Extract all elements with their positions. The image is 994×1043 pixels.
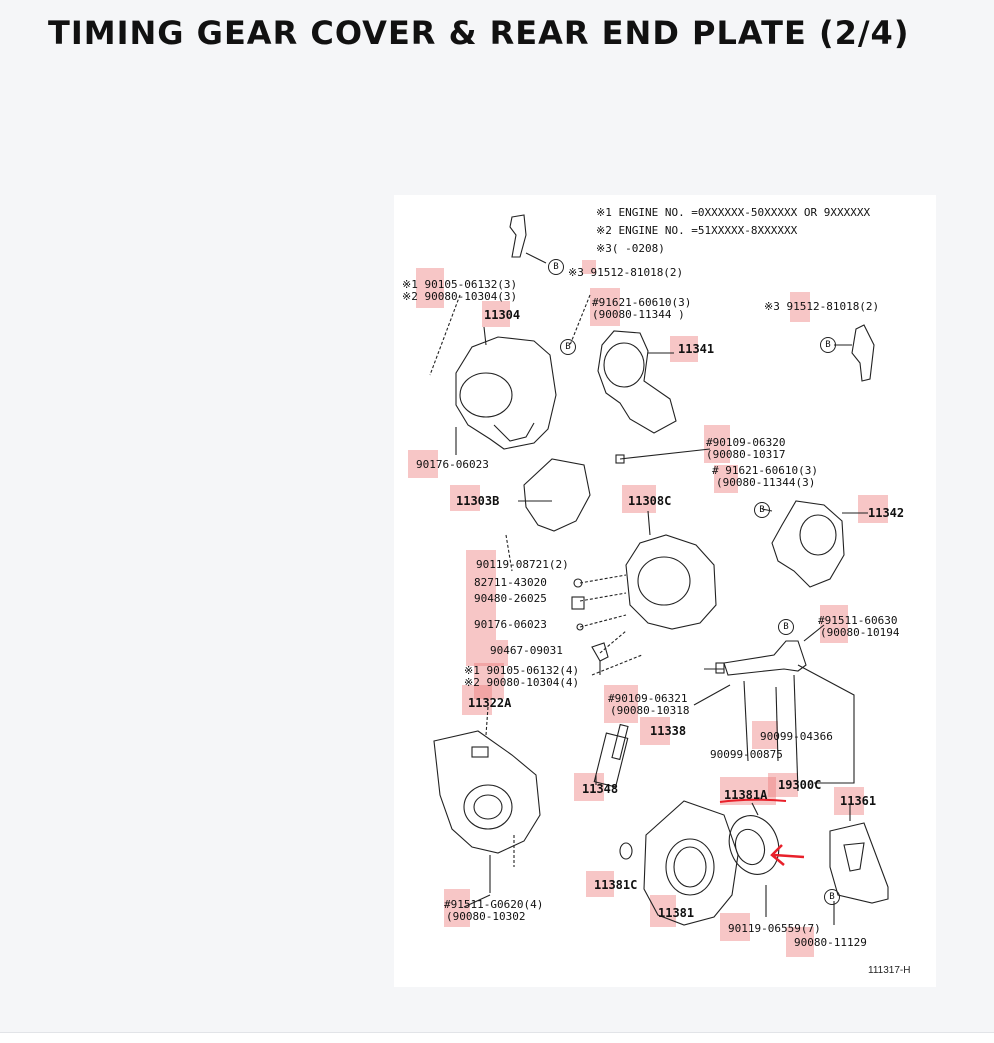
part-label: 82711-43020	[474, 576, 547, 589]
part-number: 11381C	[594, 878, 638, 892]
part-number: 11361	[840, 794, 877, 808]
highlight-box	[650, 895, 676, 927]
highlight-box	[714, 465, 738, 493]
highlight-box	[444, 889, 470, 927]
part-label: ※1 90105-06132(4)	[464, 664, 580, 677]
part-label: 90176-06023	[416, 458, 489, 471]
timing-cover-11322a	[433, 730, 541, 854]
part-label: (90080-10194	[820, 626, 900, 639]
part-label: (90080-11344 )	[592, 308, 685, 321]
part-label: ※3 91512-81018(2)	[568, 266, 684, 279]
part-label: 90119-08721(2)	[476, 558, 569, 571]
highlight-box	[604, 685, 638, 723]
engine-note-3: ※3( -0208)	[596, 242, 665, 255]
part-number: 11348	[582, 782, 619, 796]
callout-b: B	[548, 259, 564, 275]
cover-11361	[829, 822, 889, 904]
part-label: 90467-09031	[490, 644, 563, 657]
diagram-code: 111317-H	[868, 965, 911, 976]
highlight-box	[752, 721, 778, 749]
gasket-11341	[597, 330, 677, 434]
highlight-box	[462, 685, 492, 715]
gasket-11342	[771, 500, 845, 588]
parts-diagram: ※1 ENGINE NO. =0XXXXXX-50XXXXX OR 9XXXXX…	[394, 195, 936, 987]
engine-note-1: ※1 ENGINE NO. =0XXXXXX-50XXXXX OR 9XXXXX…	[596, 206, 871, 219]
part-label: # 91621-60610(3)	[712, 464, 818, 477]
part-number: 11381	[658, 906, 695, 920]
part-label: #91511-G0620(4)	[444, 898, 544, 911]
cover-11303b	[523, 458, 591, 532]
highlight-box	[820, 605, 848, 643]
red-underline	[719, 798, 787, 803]
part-label: ※2 90080-10304(4)	[464, 676, 580, 689]
part-label: (90080-10302	[446, 910, 526, 923]
callout-b: B	[754, 502, 770, 518]
part-number: 11322A	[468, 696, 512, 710]
highlight-box	[582, 260, 596, 274]
part-label: ※1 90105-06132(3)	[402, 278, 518, 291]
page-title: TIMING GEAR COVER & REAR END PLATE (2/4)	[48, 14, 910, 52]
part-label: 90480-26025	[474, 592, 547, 605]
part-label: #90109-06320	[706, 436, 786, 449]
highlight-box	[768, 773, 798, 797]
highlight-box	[450, 485, 480, 511]
part-label: ※3 91512-81018(2)	[764, 300, 880, 313]
highlight-box	[416, 268, 444, 308]
part-number: 11341	[678, 342, 715, 356]
part-label: #91511-60630	[818, 614, 898, 627]
highlight-box	[670, 336, 698, 362]
part-label: 90099-04366	[760, 730, 833, 743]
part-label: ※2 90080-10304(3)	[402, 290, 518, 303]
highlight-box	[786, 927, 814, 957]
rear-end-plate-11381	[643, 800, 739, 926]
part-label: 90080-11129	[794, 936, 867, 949]
part-label: 90099-00875	[710, 748, 783, 761]
highlight-box	[858, 495, 888, 523]
highlight-box	[408, 450, 438, 478]
part-label: 90119-06559(7)	[728, 922, 821, 935]
highlight-box	[704, 425, 730, 463]
part-number: 11338	[650, 724, 687, 738]
oil-seal-11381a	[728, 815, 780, 875]
callout-b: B	[778, 619, 794, 635]
highlight-box	[790, 292, 810, 322]
highlight-box	[466, 640, 508, 666]
timing-cover-11304	[455, 336, 557, 450]
callout-b: B	[560, 339, 576, 355]
highlight-box	[720, 913, 750, 941]
part-number: 11308C	[628, 494, 672, 508]
highlight-box	[474, 663, 504, 699]
part-label: (90080-10318	[610, 704, 690, 717]
engine-note-2: ※2 ENGINE NO. =51XXXXX-8XXXXXX	[596, 224, 798, 237]
part-number: 11304	[484, 308, 521, 322]
bottom-bar	[0, 1032, 994, 1043]
part-label: (90080-10317	[706, 448, 786, 461]
highlight-box	[590, 288, 620, 326]
highlight-box	[466, 550, 496, 640]
part-label: #90109-06321	[608, 692, 688, 705]
callout-b: B	[824, 889, 840, 905]
part-number: 19300C	[778, 778, 822, 792]
highlight-box	[834, 787, 864, 815]
red-arrow	[770, 844, 805, 866]
part-number: 11342	[868, 506, 905, 520]
diagram-artwork	[429, 214, 889, 926]
highlight-box	[622, 485, 656, 513]
highlight-box	[586, 871, 614, 897]
bracket-shape	[851, 324, 875, 382]
part-label: 90176-06023	[474, 618, 547, 631]
highlight-box	[640, 717, 670, 745]
part-number: 11381A	[724, 788, 768, 802]
timing-cover-11308c	[625, 534, 717, 630]
highlight-box	[482, 301, 510, 327]
part-number: 11303B	[456, 494, 500, 508]
bracket-shape	[509, 214, 527, 258]
callout-b: B	[820, 337, 836, 353]
part-label: (90080-11344(3)	[716, 476, 816, 489]
part-label: #91621-60610(3)	[592, 296, 692, 309]
highlight-box	[574, 773, 604, 801]
